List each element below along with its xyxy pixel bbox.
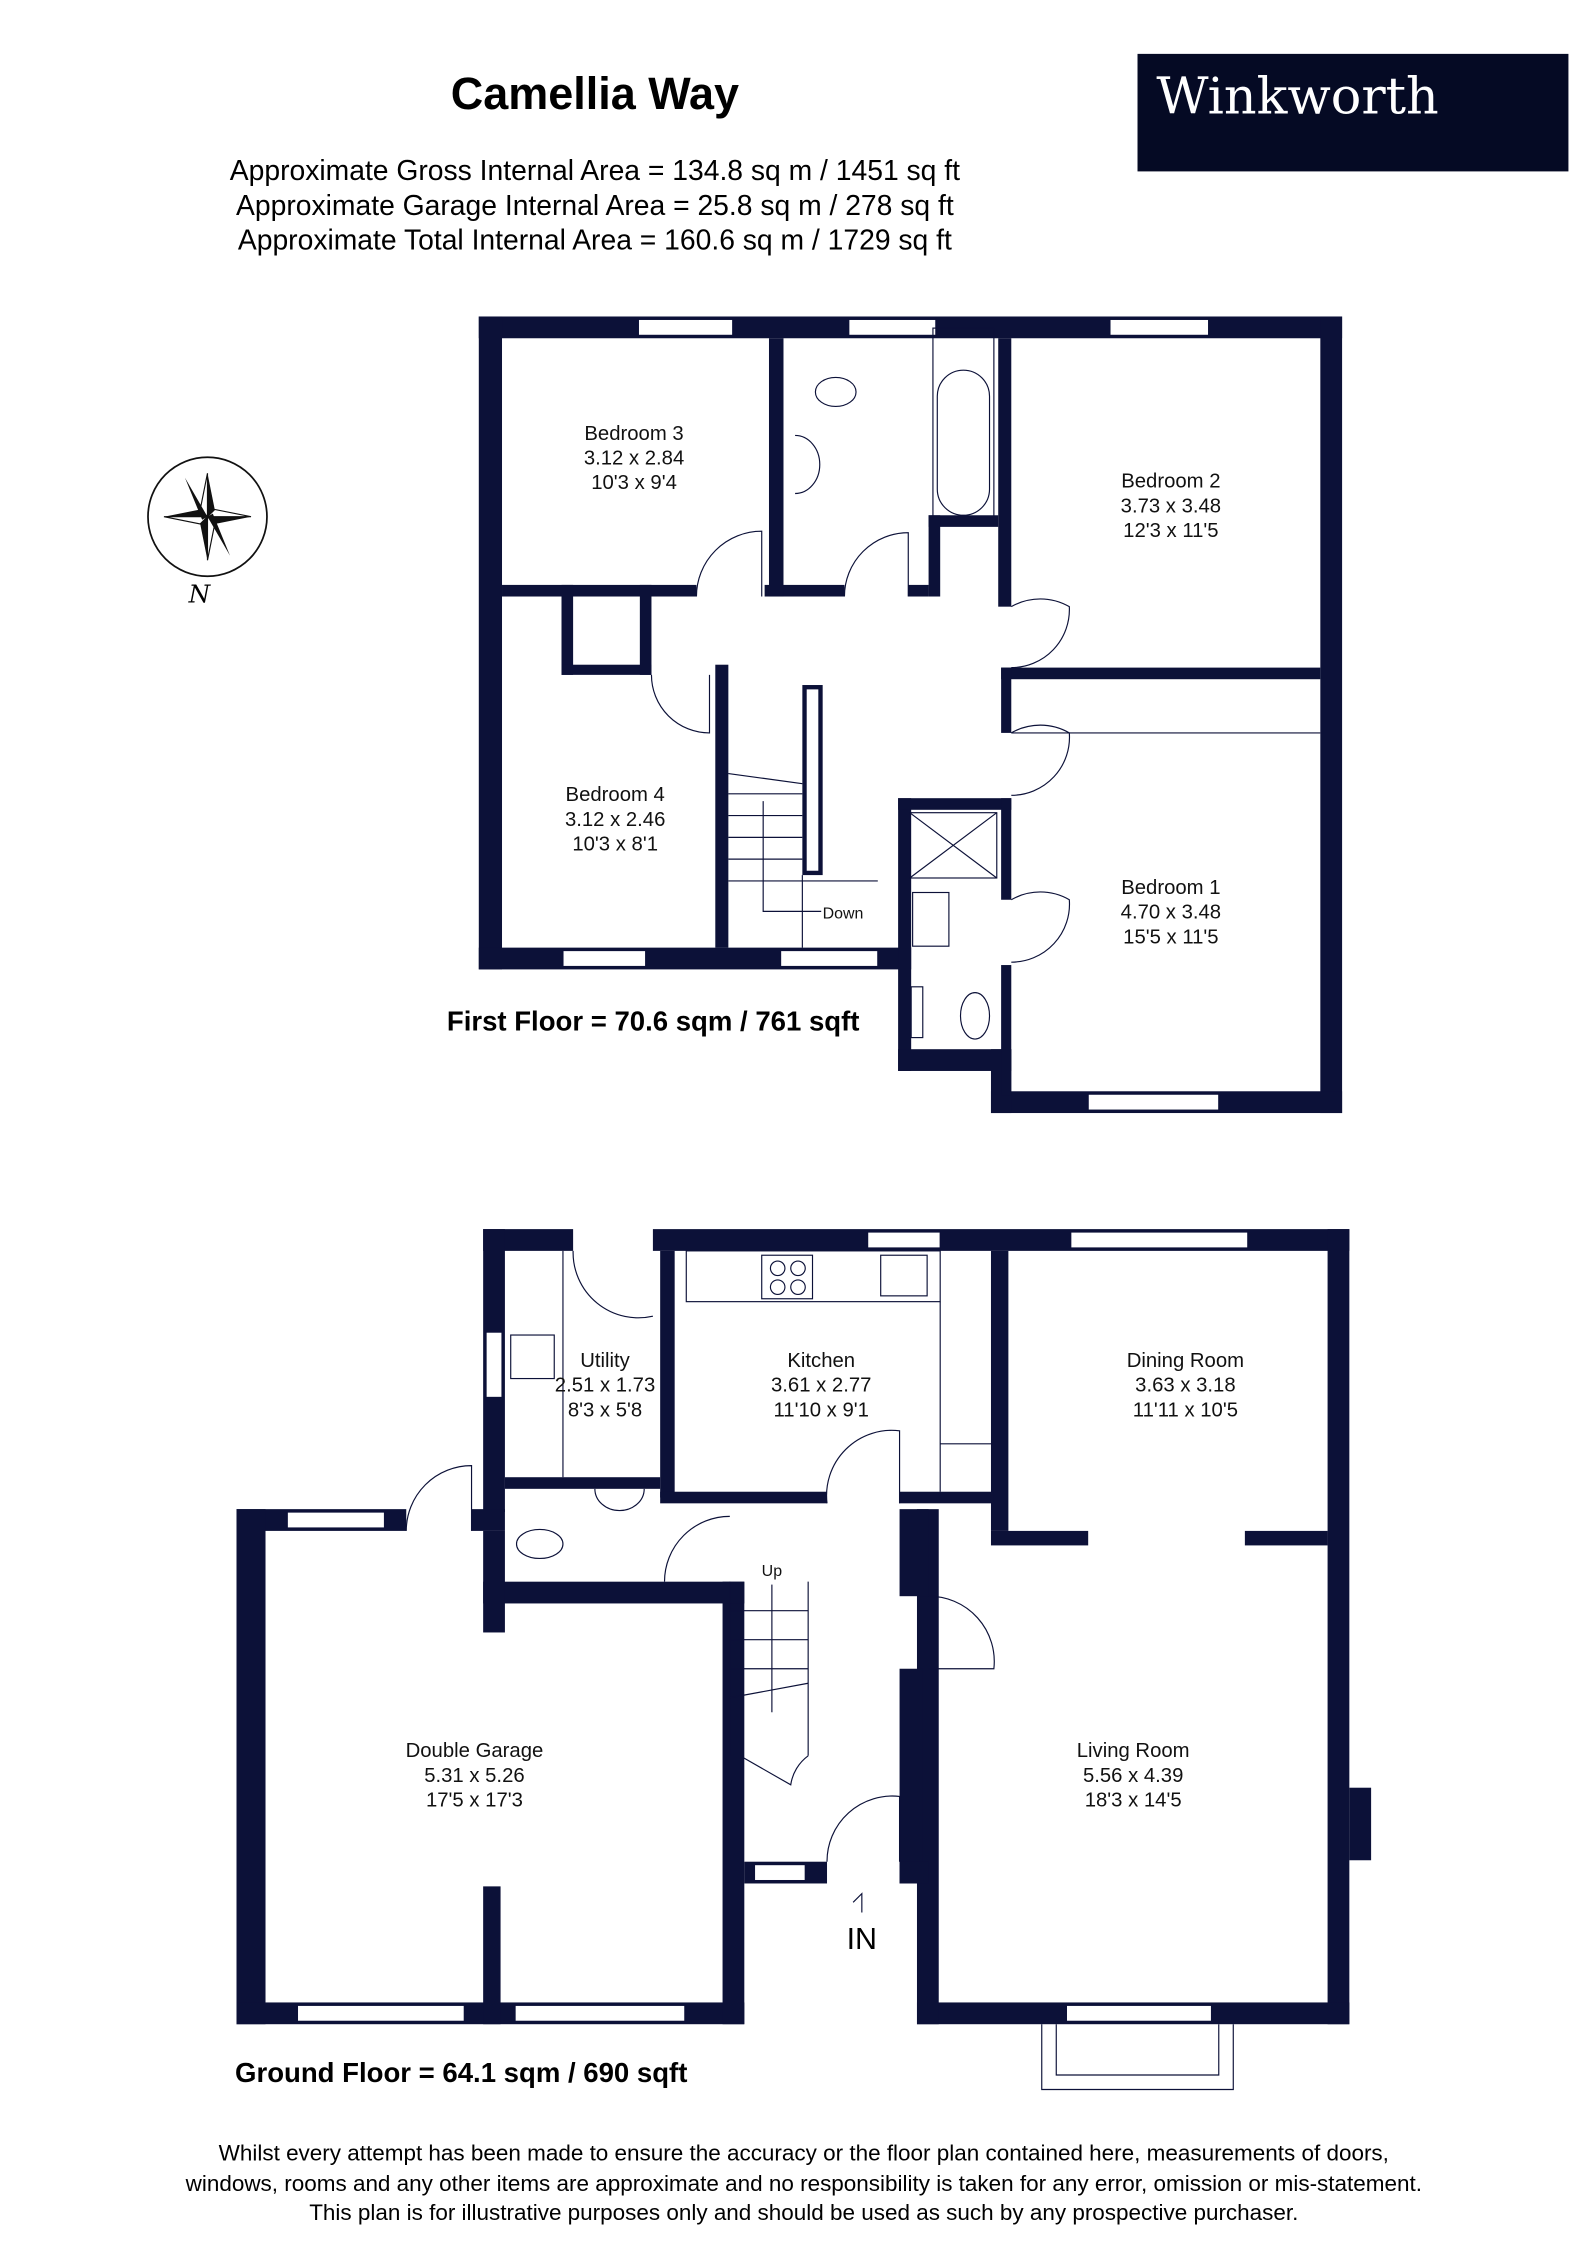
ground-floor-labels: Utility 2.51 x 1.73 8'3 x 5'8 Kitchen 3.… bbox=[235, 1350, 1244, 2088]
room-name: Bedroom 3 bbox=[584, 423, 683, 445]
garage-area: Approximate Garage Internal Area = 25.8 … bbox=[236, 189, 954, 221]
first-floor-plan bbox=[478, 316, 1343, 1114]
room-name: Bedroom 1 bbox=[1121, 877, 1220, 899]
svg-text:10'3 x 9'4: 10'3 x 9'4 bbox=[591, 472, 677, 494]
stairs-label: Up bbox=[762, 1563, 783, 1580]
svg-text:5.31 x 5.26: 5.31 x 5.26 bbox=[424, 1765, 524, 1787]
svg-text:2.51 x 1.73: 2.51 x 1.73 bbox=[555, 1375, 655, 1397]
ground-floor-caption: Ground Floor = 64.1 sqm / 690 sqft bbox=[235, 2057, 687, 2088]
ground-floor-plan bbox=[236, 1229, 1372, 2091]
svg-text:windows, rooms and any other i: windows, rooms and any other items are a… bbox=[185, 2171, 1422, 2196]
svg-text:11'10 x 9'1: 11'10 x 9'1 bbox=[774, 1399, 869, 1421]
svg-text:17'5 x 17'3: 17'5 x 17'3 bbox=[426, 1790, 523, 1812]
total-area: Approximate Total Internal Area = 160.6 … bbox=[238, 224, 952, 256]
first-floor-labels: Bedroom 3 3.12 x 2.84 10'3 x 9'4 Bedroom… bbox=[447, 423, 1221, 1037]
room-name: Dining Room bbox=[1127, 1350, 1244, 1372]
room-name: Utility bbox=[580, 1350, 630, 1372]
svg-text:Whilst every attempt has been: Whilst every attempt has been made to en… bbox=[219, 2141, 1389, 2166]
svg-text:11'11 x 10'5: 11'11 x 10'5 bbox=[1133, 1399, 1238, 1421]
entrance-arrow-icon bbox=[852, 1892, 863, 1913]
first-floor-caption: First Floor = 70.6 sqm / 761 sqft bbox=[447, 1005, 860, 1036]
room-name: Kitchen bbox=[787, 1350, 855, 1372]
page-title: Camellia Way bbox=[451, 68, 739, 119]
svg-text:5.56 x 4.39: 5.56 x 4.39 bbox=[1083, 1765, 1183, 1787]
gross-area: Approximate Gross Internal Area = 134.8 … bbox=[230, 154, 960, 186]
stairs-label: Down bbox=[823, 906, 864, 923]
svg-text:12'3 x 11'5: 12'3 x 11'5 bbox=[1123, 520, 1218, 542]
compass-north-label: N bbox=[188, 579, 212, 608]
svg-text:18'3 x 14'5: 18'3 x 14'5 bbox=[1085, 1790, 1182, 1812]
winkworth-logo: Winkworth bbox=[1137, 53, 1569, 172]
entrance-label: IN bbox=[847, 1922, 877, 1956]
room-name: Bedroom 2 bbox=[1121, 471, 1220, 493]
svg-text:This plan is for illustrative: This plan is for illustrative purposes o… bbox=[309, 2200, 1298, 2225]
svg-text:3.12 x 2.46: 3.12 x 2.46 bbox=[565, 809, 665, 831]
svg-text:Winkworth: Winkworth bbox=[1156, 66, 1438, 125]
svg-text:8'3 x 5'8: 8'3 x 5'8 bbox=[568, 1399, 642, 1421]
room-name: Living Room bbox=[1077, 1740, 1190, 1762]
room-name: Bedroom 4 bbox=[566, 784, 665, 806]
room-name: Double Garage bbox=[406, 1740, 544, 1762]
svg-text:15'5 x 11'5: 15'5 x 11'5 bbox=[1123, 926, 1218, 948]
svg-text:3.63 x 3.18: 3.63 x 3.18 bbox=[1135, 1375, 1235, 1397]
svg-text:10'3 x 8'1: 10'3 x 8'1 bbox=[572, 833, 658, 855]
disclaimer: Whilst every attempt has been made to en… bbox=[185, 2141, 1422, 2225]
svg-text:3.12 x 2.84: 3.12 x 2.84 bbox=[584, 447, 684, 469]
svg-text:3.73 x 3.48: 3.73 x 3.48 bbox=[1121, 495, 1221, 517]
compass-icon: N bbox=[147, 456, 268, 608]
svg-text:3.61 x 2.77: 3.61 x 2.77 bbox=[771, 1375, 871, 1397]
svg-text:4.70 x 3.48: 4.70 x 3.48 bbox=[1121, 902, 1221, 924]
